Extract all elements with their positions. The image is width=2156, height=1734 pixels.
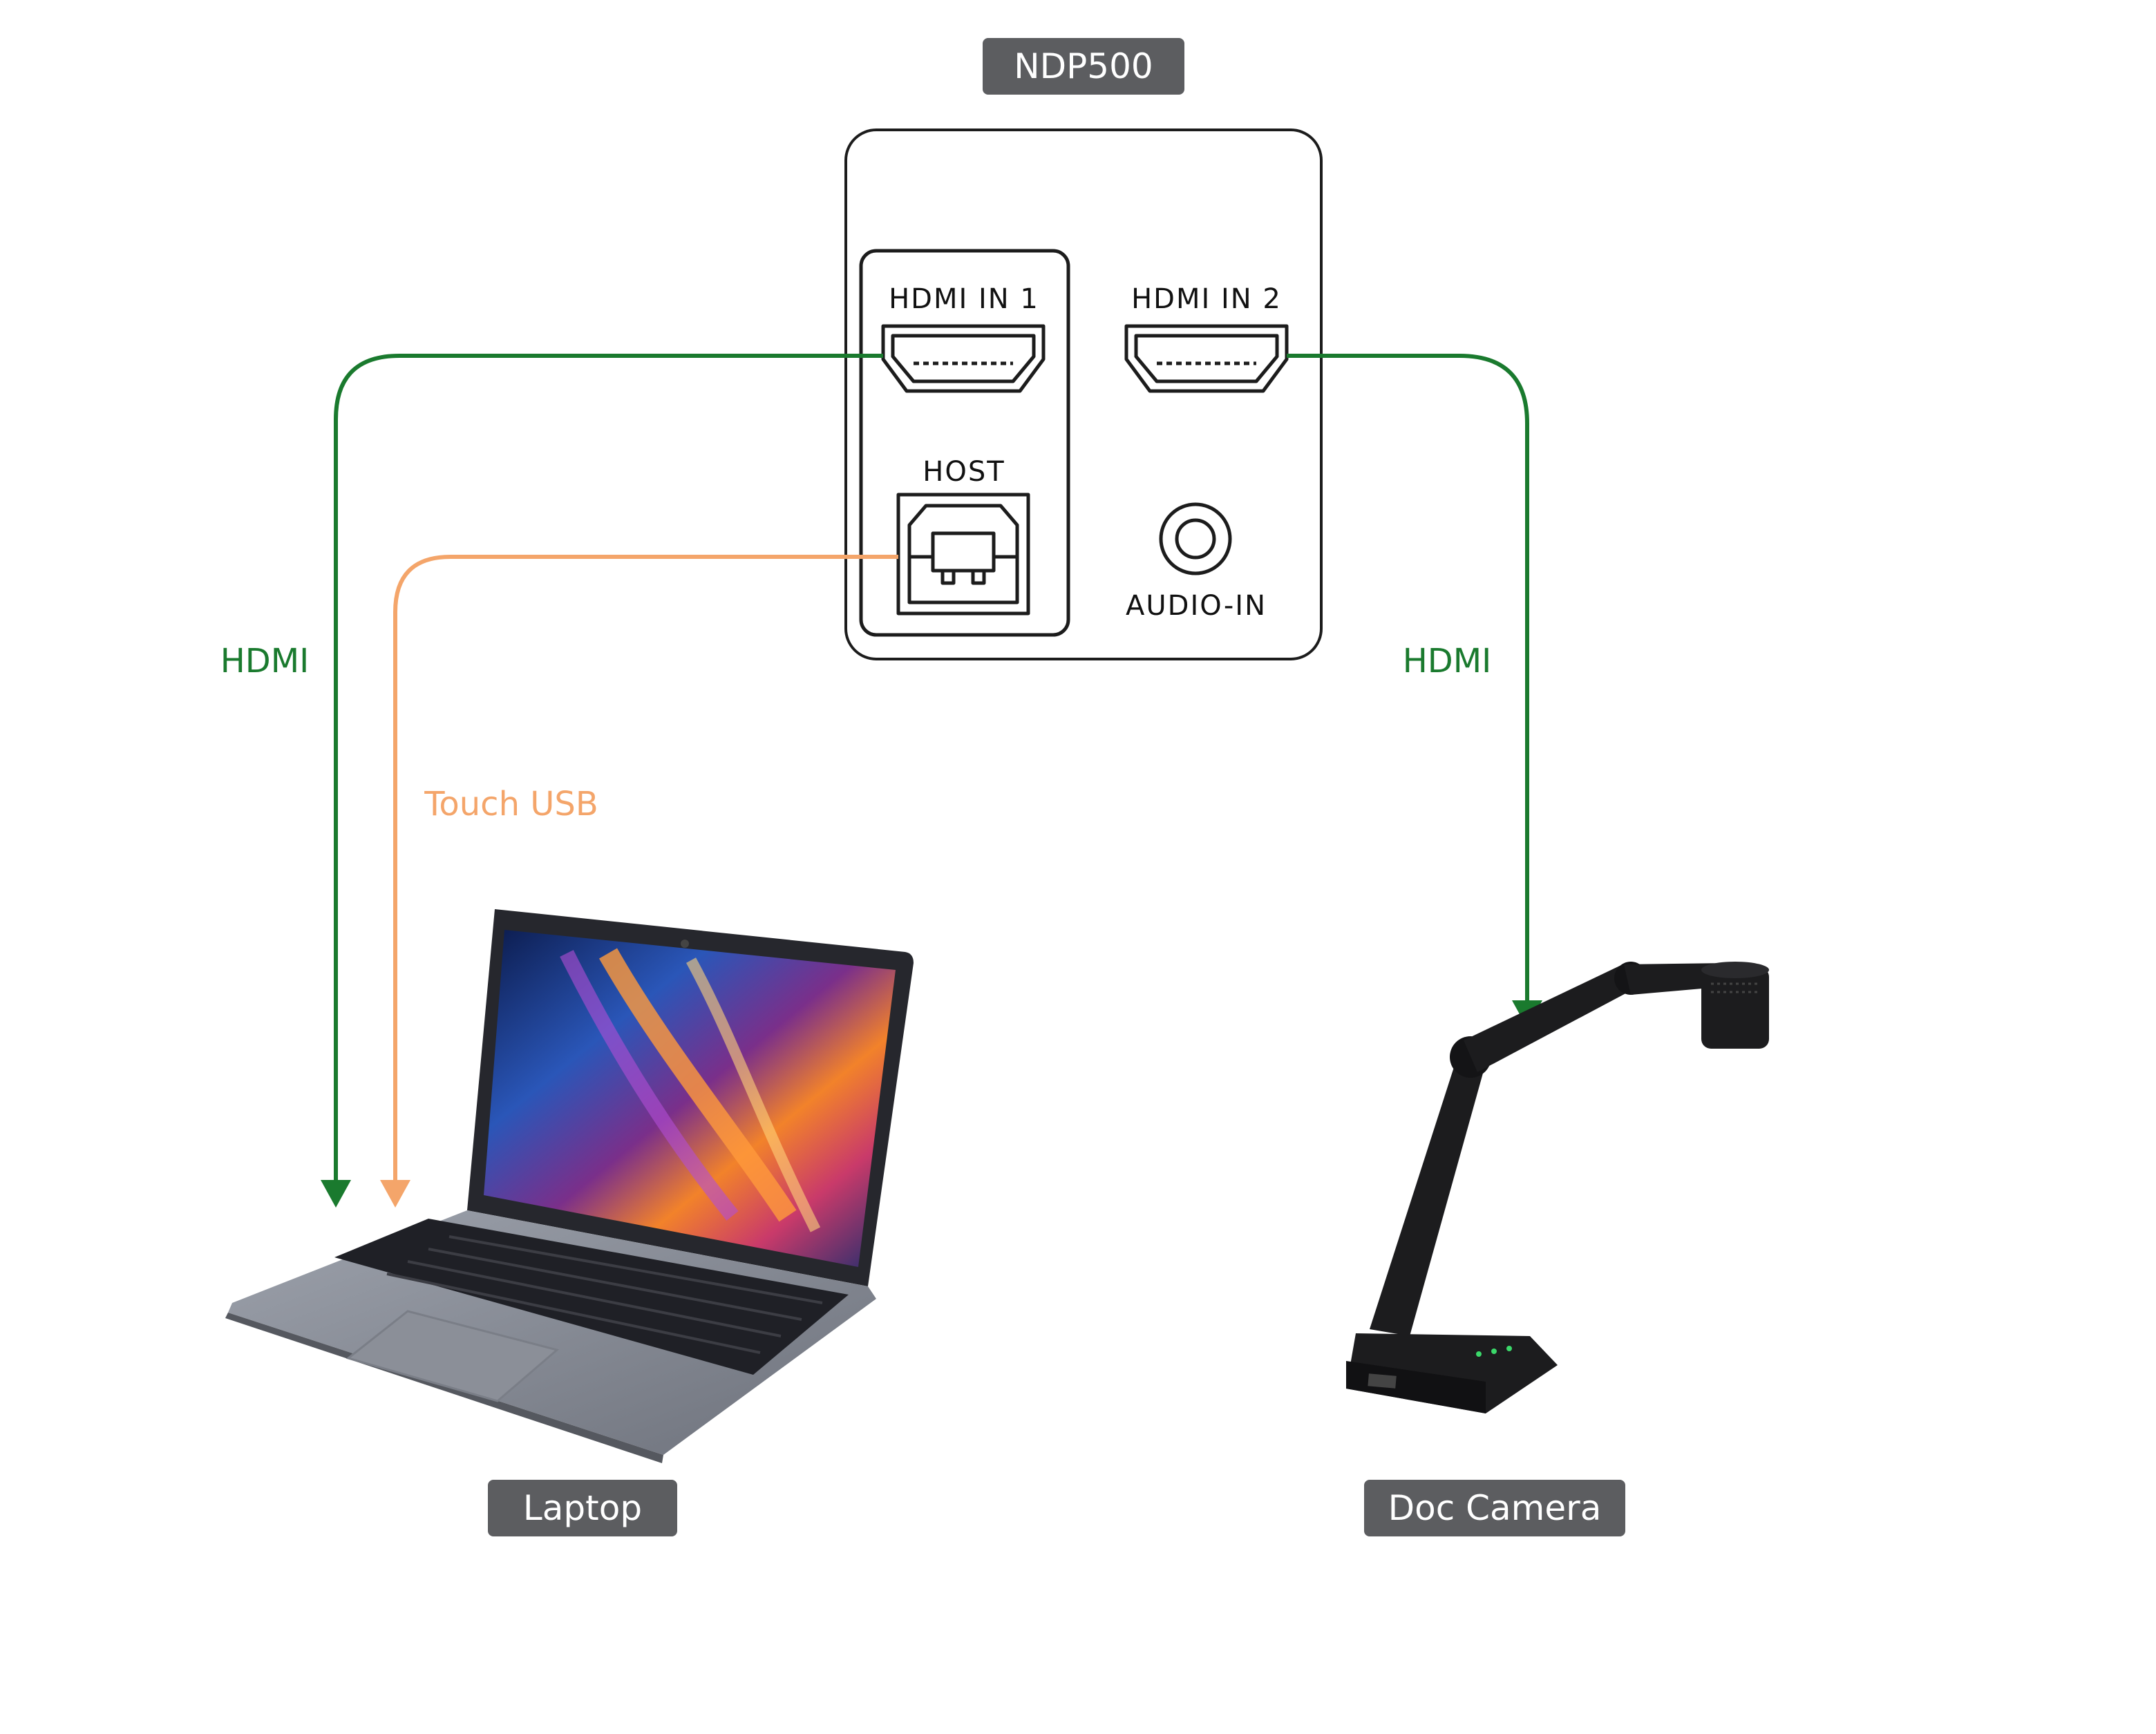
doc-camera-label: Doc Camera (1364, 1480, 1625, 1536)
hdmi-in-1-label: HDMI IN 1 (889, 283, 1039, 315)
laptop-usb-cable (380, 555, 898, 1208)
doc-camera-label-text: Doc Camera (1388, 1488, 1602, 1528)
device-panel: HDMI IN 1 HDMI IN 2 HOST AUDIO-IN (844, 128, 1323, 660)
laptop-hdmi-label: HDMI (220, 642, 310, 680)
hdmi-port-2-icon (1124, 324, 1289, 393)
audio-in-label: AUDIO-IN (1126, 590, 1267, 622)
device-title-text: NDP500 (1014, 46, 1153, 86)
host-label: HOST (923, 456, 1005, 488)
laptop-usb-label: Touch USB (424, 785, 598, 823)
hdmi-in-2-label: HDMI IN 2 (1131, 283, 1282, 315)
laptop-label-text: Laptop (523, 1488, 642, 1528)
device-title: NDP500 (983, 38, 1184, 95)
camera-hdmi-label: HDMI (1403, 642, 1492, 680)
hdmi-port-1-icon (881, 324, 1046, 393)
laptop-hdmi-cable (321, 354, 883, 1208)
laptop-label: Laptop (488, 1480, 677, 1536)
doc-camera-image (1346, 962, 1769, 1413)
usb-b-port-icon (896, 493, 1030, 616)
camera-hdmi-cable (1287, 354, 1542, 1028)
audio-jack-icon (1159, 502, 1232, 575)
laptop-image (225, 909, 914, 1463)
